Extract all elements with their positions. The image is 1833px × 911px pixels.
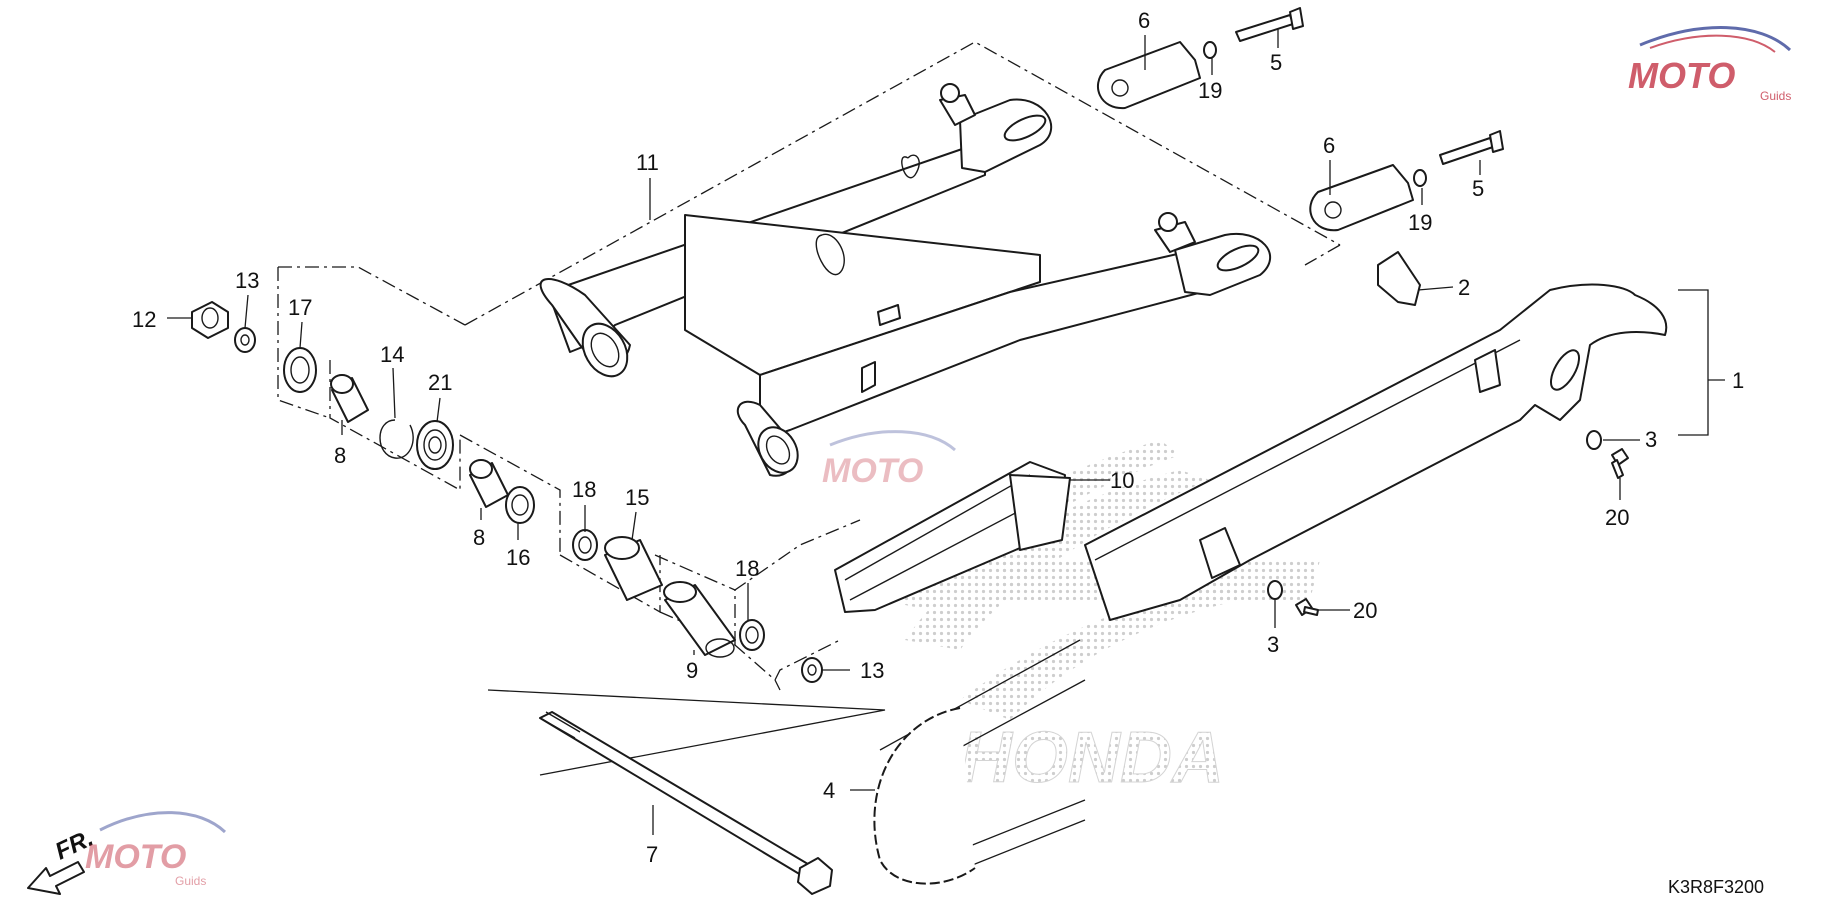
honda-brand-text: HONDA xyxy=(960,718,1224,798)
callout-20: 20 xyxy=(1605,505,1629,530)
watermark-subtext: Guids xyxy=(1760,89,1791,103)
pivot-axle xyxy=(539,711,833,895)
callout-14: 14 xyxy=(380,342,404,367)
callout-18: 18 xyxy=(735,556,759,581)
callout-18: 18 xyxy=(572,477,596,502)
swingarm xyxy=(539,83,1272,477)
watermark-logo-top-right: MOTO Guids xyxy=(1628,26,1791,103)
callout-8: 8 xyxy=(473,525,485,550)
callout-11: 11 xyxy=(636,150,659,175)
callout-labels: 1 2 3 3 4 5 5 6 6 7 8 8 9 10 11 12 13 13… xyxy=(132,8,1744,867)
callout-4: 4 xyxy=(823,778,835,803)
callout-20: 20 xyxy=(1353,598,1377,623)
callout-3: 3 xyxy=(1267,632,1279,657)
callout-15: 15 xyxy=(625,485,649,510)
axle-guide xyxy=(487,689,886,776)
chain-slider xyxy=(834,461,1071,613)
callout-9: 9 xyxy=(686,658,698,683)
watermark-text: MOTO xyxy=(1628,55,1735,96)
callout-7: 7 xyxy=(646,842,658,867)
callout-6: 6 xyxy=(1323,133,1335,158)
watermark-subtext: Guids xyxy=(175,874,206,888)
callout-12: 12 xyxy=(132,307,156,332)
callout-16: 16 xyxy=(506,545,530,570)
callout-10: 10 xyxy=(1110,468,1134,493)
watermark-logo-center: MOTO xyxy=(822,430,956,490)
hardware-parts xyxy=(191,7,1629,683)
leader-lines xyxy=(167,28,1725,835)
callout-19: 19 xyxy=(1408,210,1432,235)
callout-13: 13 xyxy=(235,268,259,293)
callout-2: 2 xyxy=(1458,275,1470,300)
callout-6: 6 xyxy=(1138,8,1150,33)
callout-3: 3 xyxy=(1645,427,1657,452)
watermark-text: MOTO xyxy=(85,838,186,876)
callout-21: 21 xyxy=(428,370,452,395)
watermark-text: MOTO xyxy=(822,452,923,490)
callout-5: 5 xyxy=(1472,176,1484,201)
chain-case xyxy=(1084,283,1668,621)
callout-5: 5 xyxy=(1270,50,1282,75)
callout-13: 13 xyxy=(860,658,884,683)
watermark-logo-bottom-left: MOTO Guids xyxy=(85,811,227,888)
drive-chain xyxy=(873,639,1086,885)
callout-19: 19 xyxy=(1198,78,1222,103)
callout-17: 17 xyxy=(288,295,312,320)
callout-1: 1 xyxy=(1732,368,1744,393)
callout-8: 8 xyxy=(334,443,346,468)
diagram-code: K3R8F3200 xyxy=(1668,877,1764,897)
